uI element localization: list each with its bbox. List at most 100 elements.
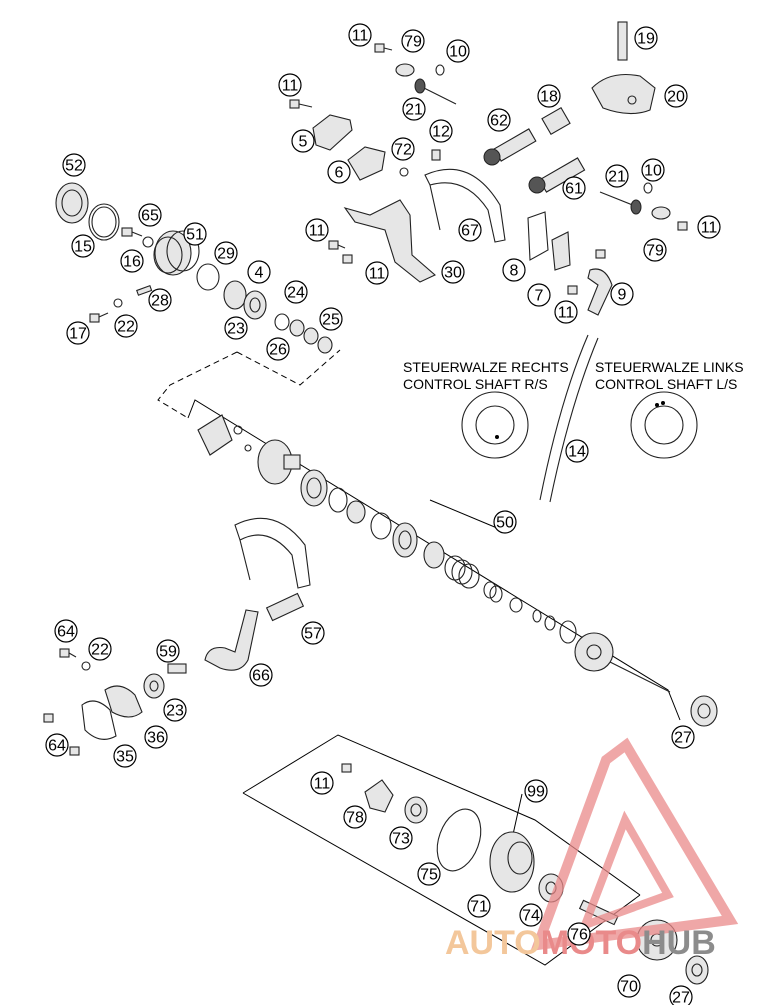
- callout-9: 9: [610, 282, 634, 306]
- callout-73: 73: [389, 826, 413, 850]
- callout-11: 11: [365, 261, 389, 285]
- callout-label: 21: [405, 102, 423, 119]
- callout-label: 18: [540, 89, 558, 106]
- callout-label: 15: [74, 239, 92, 256]
- callout-label: 12: [432, 124, 450, 141]
- callout-22: 22: [88, 637, 112, 661]
- callout-21: 21: [402, 97, 426, 121]
- callout-label: 72: [394, 142, 412, 159]
- callout-label: 79: [646, 243, 664, 260]
- callout-label: 27: [674, 730, 692, 747]
- callout-label: 51: [186, 227, 204, 244]
- callout-label: 22: [91, 642, 109, 659]
- callout-label: 70: [620, 979, 638, 996]
- callout-10: 10: [446, 39, 470, 63]
- callout-16: 16: [120, 249, 144, 273]
- callout-label: 22: [117, 319, 135, 336]
- callout-label: 71: [470, 899, 488, 916]
- callout-label: 67: [461, 223, 479, 240]
- callout-35: 35: [113, 744, 137, 768]
- callout-30: 30: [441, 260, 465, 284]
- callout-75: 75: [417, 862, 441, 886]
- callout-29: 29: [214, 241, 238, 265]
- callout-62: 62: [487, 108, 511, 132]
- callout-label: 24: [287, 285, 305, 302]
- callout-27: 27: [671, 725, 695, 749]
- parts-top-right: [289, 21, 688, 316]
- callout-label: 19: [637, 31, 655, 48]
- callout-78: 78: [343, 805, 367, 829]
- callout-label: 11: [314, 776, 331, 793]
- callout-7: 7: [527, 283, 551, 307]
- callout-51: 51: [183, 222, 207, 246]
- callout-label: 66: [252, 668, 270, 685]
- callout-label: 11: [282, 78, 299, 95]
- callout-24: 24: [284, 280, 308, 304]
- callout-label: 27: [672, 990, 690, 1005]
- callout-label: 76: [570, 927, 588, 944]
- callout-label: 8: [510, 263, 519, 280]
- callout-20: 20: [664, 84, 688, 108]
- callout-label: 28: [151, 293, 169, 310]
- callout-6: 6: [327, 160, 351, 184]
- callout-label: 79: [404, 34, 422, 51]
- callout-11: 11: [305, 218, 329, 242]
- callout-label: 74: [522, 908, 540, 925]
- callout-74: 74: [519, 903, 543, 927]
- callout-label: 75: [420, 867, 438, 884]
- callout-label: 65: [141, 208, 159, 225]
- callout-label: 52: [65, 158, 83, 175]
- callout-59: 59: [156, 639, 180, 663]
- parts-top-left: [55, 182, 341, 419]
- control-shaft-left-gear: [630, 391, 698, 459]
- control-shaft-captions: STEUERWALZE RECHTS CONTROL SHAFT R/S STE…: [403, 359, 744, 459]
- callout-27: 27: [669, 985, 693, 1005]
- callout-22: 22: [114, 314, 138, 338]
- control-shaft-right-gear: [461, 391, 529, 459]
- callout-label: 11: [369, 266, 386, 283]
- callout-label: 35: [116, 749, 134, 766]
- callout-5: 5: [291, 129, 315, 153]
- callout-11: 11: [278, 73, 302, 97]
- callout-25: 25: [319, 307, 343, 331]
- callout-50: 50: [493, 510, 517, 534]
- callout-11: 11: [310, 771, 334, 795]
- callout-label: 11: [309, 223, 326, 240]
- callout-label: 21: [608, 169, 626, 186]
- callout-79: 79: [643, 238, 667, 262]
- callout-label: 25: [322, 312, 340, 329]
- callout-label: 59: [159, 644, 177, 661]
- callout-label: 64: [57, 624, 75, 641]
- watermark-logo: AUTOMOTOHUB: [445, 737, 739, 962]
- callout-label: 64: [48, 738, 66, 755]
- callout-18: 18: [537, 84, 561, 108]
- callout-label: 7: [535, 288, 544, 305]
- callout-11: 11: [554, 300, 578, 324]
- callout-12: 12: [429, 119, 453, 143]
- callout-28: 28: [148, 288, 172, 312]
- callout-11: 11: [697, 215, 721, 239]
- callout-label: 57: [304, 626, 322, 643]
- callout-72: 72: [391, 137, 415, 161]
- parts-main-shaft: [187, 399, 718, 727]
- callout-21: 21: [605, 164, 629, 188]
- callout-label: 61: [565, 181, 583, 198]
- callout-label: 23: [166, 703, 184, 720]
- callout-26: 26: [266, 337, 290, 361]
- callout-label: 6: [335, 165, 344, 182]
- callout-66: 66: [249, 663, 273, 687]
- callout-65: 65: [138, 203, 162, 227]
- callout-52: 52: [62, 153, 86, 177]
- callout-label: 73: [392, 831, 410, 848]
- callout-label: 30: [444, 265, 462, 282]
- callout-64: 64: [54, 619, 78, 643]
- callout-76: 76: [567, 922, 591, 946]
- callout-label: 29: [217, 246, 235, 263]
- callout-label: 5: [299, 134, 308, 151]
- callout-10: 10: [641, 158, 665, 182]
- callout-64: 64: [45, 733, 69, 757]
- callout-15: 15: [71, 234, 95, 258]
- callout-67: 67: [458, 218, 482, 242]
